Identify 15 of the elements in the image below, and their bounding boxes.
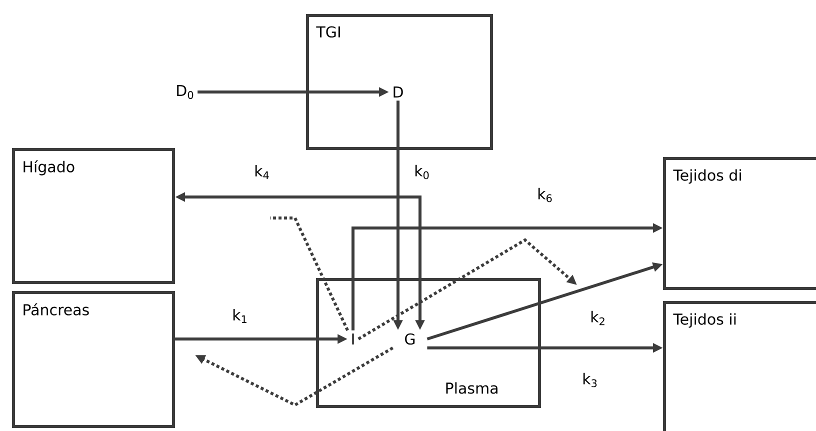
compartment-box: Hígado bbox=[12, 148, 175, 284]
compartment-box: Tejidos di bbox=[663, 157, 816, 290]
compartment-box: Páncreas bbox=[12, 291, 175, 428]
edge-label: k$_{1}$ bbox=[233, 308, 246, 324]
edge-label: k$_{6}$ bbox=[538, 188, 552, 202]
edge-label: k$_{4}$ bbox=[255, 164, 269, 180]
compartment-box: Tejidos ii bbox=[663, 301, 816, 431]
dotted-line bbox=[270, 216, 349, 331]
variable-label: I bbox=[352, 334, 354, 344]
variable-label: D bbox=[394, 86, 403, 98]
edge-label: k$_{0}$ bbox=[415, 164, 429, 180]
variable-label: D$_{0}$ bbox=[177, 85, 194, 99]
edge-label: k$_{3}$ bbox=[583, 372, 597, 388]
variable-label: G bbox=[405, 333, 415, 345]
edge-label: k$_{2}$ bbox=[591, 310, 604, 326]
